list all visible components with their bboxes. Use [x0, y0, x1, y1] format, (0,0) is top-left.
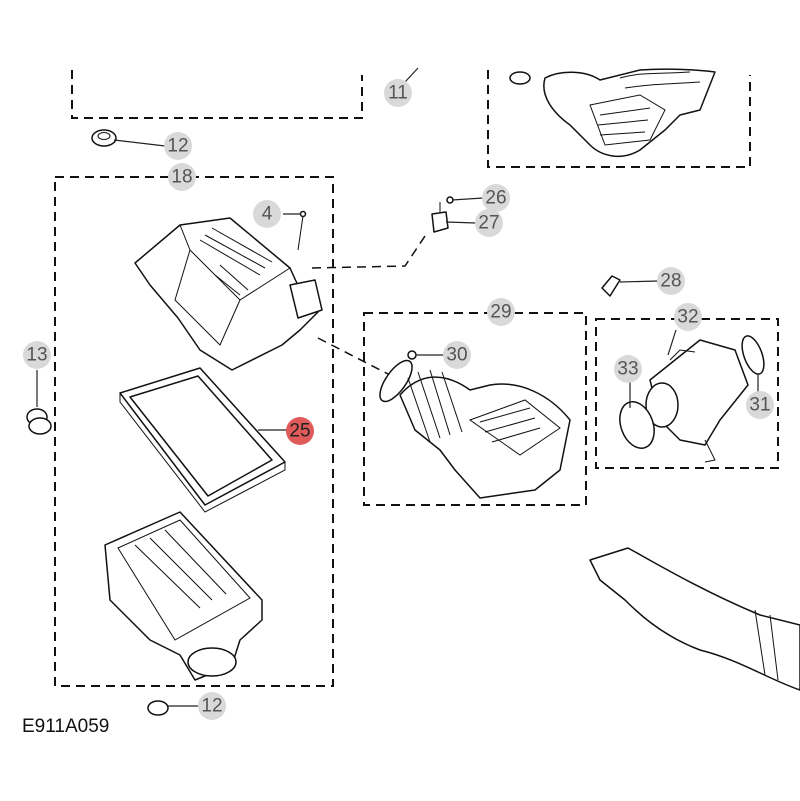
callout-label: 12: [167, 136, 188, 157]
callout-label: 11: [388, 83, 408, 104]
callout-25-highlighted[interactable]: 25: [286, 417, 314, 445]
sensor-part: [431, 196, 454, 233]
filter-element: [119, 367, 286, 513]
callout-label: 4: [262, 204, 273, 225]
group-box-11: [71, 70, 363, 119]
callout-26[interactable]: 26: [482, 184, 510, 212]
grommet-bottom: [147, 700, 169, 716]
callout-11[interactable]: 11: [384, 79, 412, 107]
mounting-grommet: [26, 408, 52, 435]
callout-label: 33: [617, 359, 638, 380]
callout-13[interactable]: 13: [23, 341, 51, 369]
callout-label: 32: [677, 307, 698, 328]
group-box-29: [363, 312, 587, 506]
callout-label: 25: [289, 421, 310, 442]
callout-12-bottom[interactable]: 12: [198, 692, 226, 720]
intake-duct: [379, 350, 571, 499]
callout-33[interactable]: 33: [614, 355, 642, 383]
callout-label: 28: [660, 271, 681, 292]
callout-18[interactable]: 18: [168, 163, 196, 191]
callout-label: 29: [490, 302, 511, 323]
grommet-top: [91, 129, 117, 147]
air-cleaner-base: [104, 511, 263, 681]
callout-label: 18: [171, 167, 192, 188]
callout-label: 12: [201, 696, 222, 717]
air-cleaner-cover: [134, 210, 323, 371]
callout-29[interactable]: 29: [487, 298, 515, 326]
callout-label: 31: [749, 395, 770, 416]
resonator-part: [509, 68, 716, 158]
callout-31[interactable]: 31: [746, 391, 774, 419]
callout-label: 26: [485, 188, 506, 209]
callout-32[interactable]: 32: [674, 303, 702, 331]
group-box-top-right: [487, 70, 751, 168]
leader-lines: [36, 67, 759, 707]
callout-label: 13: [26, 345, 47, 366]
pin-part: [601, 275, 621, 297]
diagram-reference-code: E911A059: [22, 716, 109, 737]
callout-4[interactable]: 4: [253, 200, 281, 228]
throttle-body: [619, 335, 765, 463]
callout-28[interactable]: 28: [657, 267, 685, 295]
callout-30[interactable]: 30: [443, 341, 471, 369]
callout-label: 27: [478, 213, 499, 234]
callout-12-top[interactable]: 12: [164, 132, 192, 160]
callout-27[interactable]: 27: [475, 209, 503, 237]
intake-hose: [589, 547, 800, 691]
connection-leader: [311, 235, 426, 376]
callout-label: 30: [446, 345, 467, 366]
